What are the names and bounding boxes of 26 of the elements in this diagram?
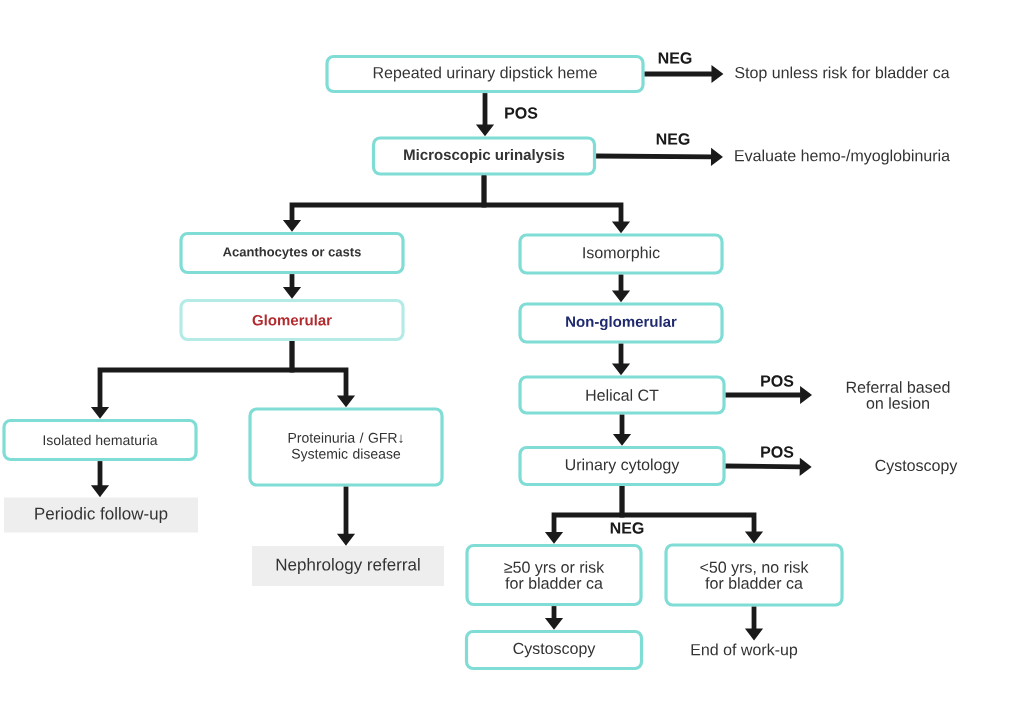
process-box: <50 yrs, no risk for bladder ca bbox=[664, 543, 844, 607]
outcome-band: Periodic follow-up bbox=[4, 497, 198, 533]
edge-label: POS bbox=[758, 374, 796, 388]
outcome-text: Referral based on lesion bbox=[846, 381, 950, 409]
outcome-text: Stop unless risk for bladder ca bbox=[735, 66, 950, 82]
process-box: Non-glomerular bbox=[518, 302, 724, 344]
process-box: Helical CT bbox=[518, 375, 726, 415]
outcome-text: End of work-up bbox=[691, 643, 798, 659]
edge-label: NEG bbox=[656, 51, 694, 65]
process-box: Repeated urinary dipstick heme bbox=[325, 54, 645, 94]
outcome-band: Nephrology referral bbox=[252, 546, 444, 586]
process-box: Microscopic urinalysis bbox=[371, 136, 597, 176]
process-box: Isomorphic bbox=[518, 233, 724, 275]
process-box: Glomerular bbox=[179, 298, 405, 342]
edge-label: NEG bbox=[608, 521, 646, 535]
edge-label: NEG bbox=[654, 132, 692, 146]
process-box: Cystoscopy bbox=[464, 629, 644, 671]
process-box: ≥50 yrs or risk for bladder ca bbox=[465, 543, 643, 607]
outcome-text: Evaluate hemo-/myoglobinuria bbox=[735, 149, 950, 165]
process-box: Acanthocytes or casts bbox=[179, 231, 405, 275]
process-box: Urinary cytology bbox=[518, 445, 726, 487]
process-box: Isolated hematuria bbox=[2, 418, 198, 462]
process-box: Proteinuria / GFR↓ Systemic disease bbox=[248, 407, 444, 487]
outcome-text: Cystoscopy bbox=[875, 459, 958, 475]
edge-label: POS bbox=[758, 445, 796, 459]
edge-label: POS bbox=[502, 106, 540, 120]
